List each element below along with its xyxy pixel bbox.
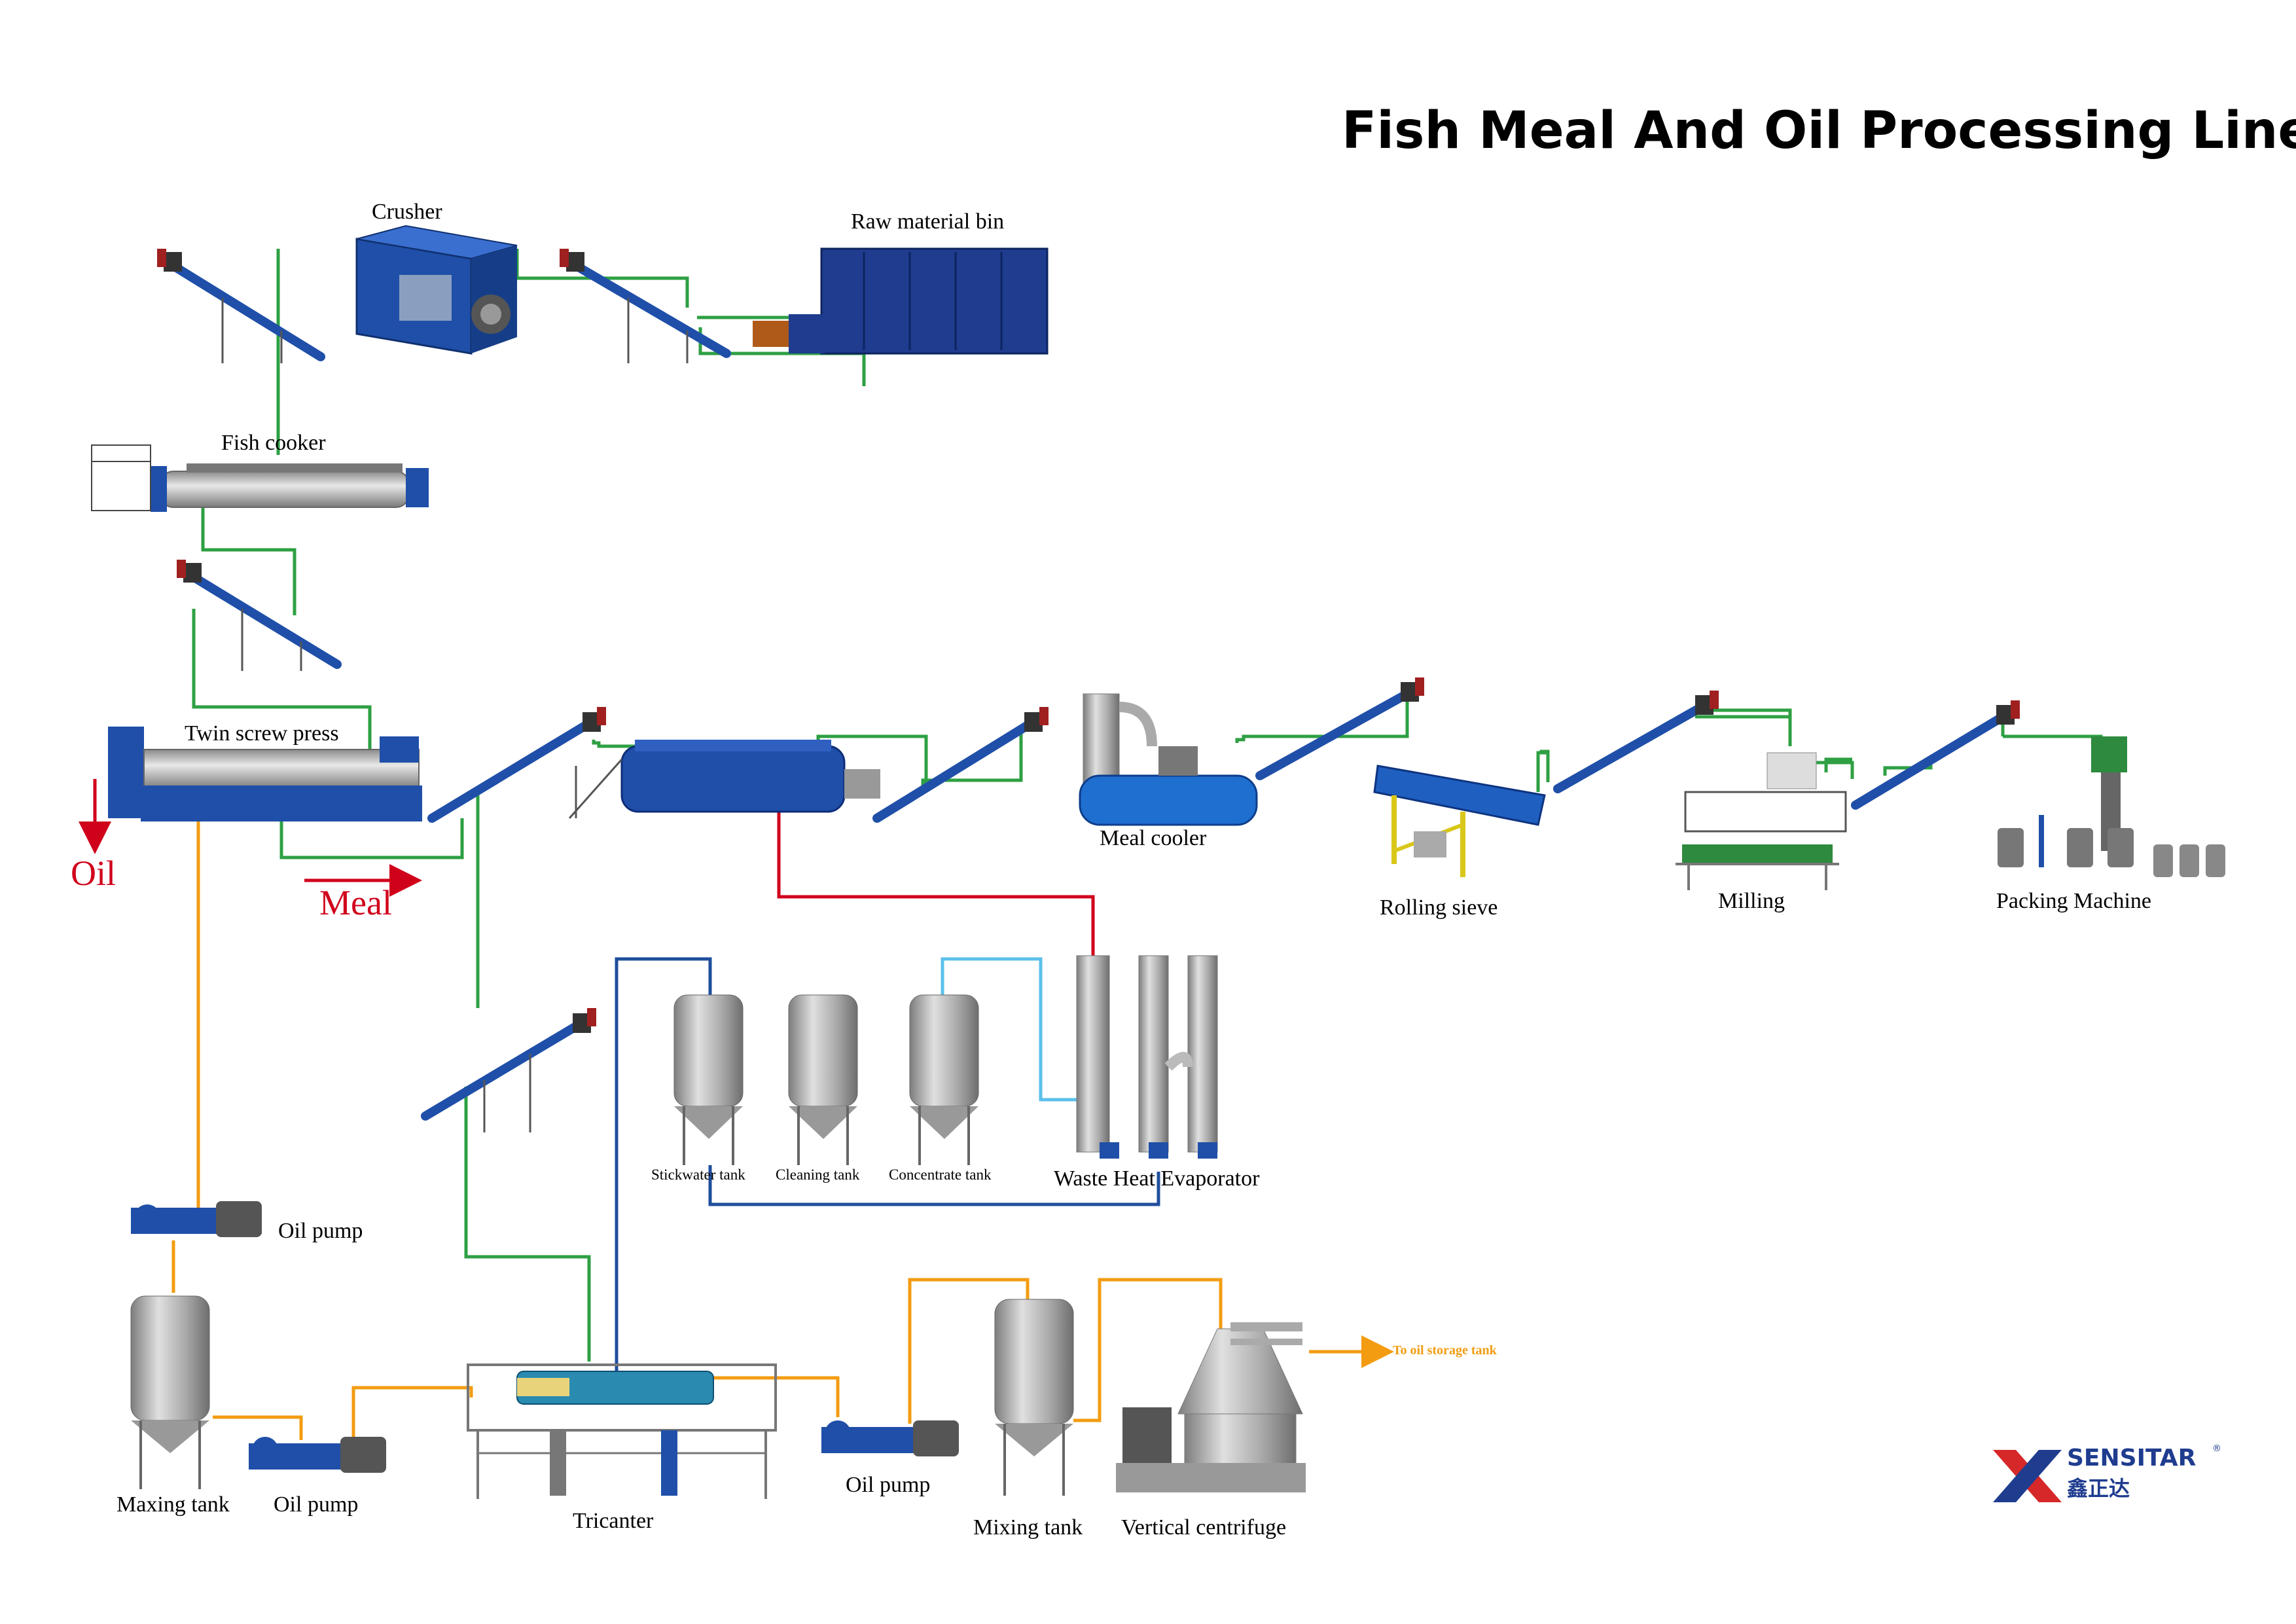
stickwater-tank-machine (673, 994, 744, 1165)
tricanter-label: Tricanter (573, 1509, 654, 1533)
heat-line (777, 740, 1095, 956)
milling-machine (1676, 752, 1847, 890)
tricanter-machine (467, 1363, 777, 1499)
mixing-tank-machine (994, 1299, 1074, 1496)
cleaning-tank-machine (788, 994, 858, 1165)
oil-pump-2-label: Oil pump (274, 1492, 359, 1517)
milling-label: Milling (1718, 889, 1785, 913)
fish-cooker-machine (91, 444, 429, 512)
oil-pump-1-label: Oil pump (278, 1219, 363, 1243)
twin-screw-press-label: Twin screw press (185, 721, 339, 746)
logo-registered-mark: ® (2212, 1443, 2221, 1454)
packing-machine-label: Packing Machine (1996, 889, 2151, 913)
oil-pump-2-machine (249, 1437, 386, 1473)
meal-label: Meal (319, 883, 392, 922)
sensitar-logo-mark (1993, 1450, 2062, 1502)
screw-conveyor-8 (1851, 700, 2020, 810)
oil-flow-lines (171, 815, 1394, 1453)
oil-pump-3-label: Oil pump (846, 1473, 931, 1497)
screw-conveyor-2 (560, 249, 731, 363)
packing-machine (1998, 736, 2225, 877)
rolling-sieve-label: Rolling sieve (1380, 895, 1498, 920)
screw-conveyor-3 (177, 560, 342, 671)
concentrate-tank-machine (909, 994, 979, 1165)
concentrate-tank-label: Concentrate tank (889, 1166, 992, 1183)
screw-conveyor-6 (1255, 677, 1424, 780)
sensitar-logo: SENSITAR 鑫正达 ® (1990, 1443, 2238, 1502)
page-title: Fish Meal And Oil Processing Line (1342, 101, 2296, 160)
to-oil-storage-tank-label: To oil storage tank (1393, 1343, 1497, 1358)
mixing-tank-label: Mixing tank (973, 1515, 1083, 1540)
rolling-sieve-machine (1373, 765, 1546, 877)
disc-dryer-machine (568, 740, 880, 819)
screw-conveyor-1 (157, 249, 325, 363)
cleaning-tank-label: Cleaning tank (776, 1166, 860, 1183)
meal-cooler-label: Meal cooler (1100, 826, 1207, 850)
meal-cooler-machine (1079, 693, 1258, 826)
waste-heat-evaporator-label: Waste Heat Evaporator (1054, 1166, 1260, 1191)
meal-flow-lines (192, 249, 2103, 1362)
logo-name: SENSITAR (2067, 1445, 2197, 1471)
screw-conveyor-5 (872, 707, 1049, 823)
maxing-tank-machine (130, 1295, 210, 1489)
oil-label: Oil (71, 854, 117, 893)
oil-pump-3-machine (821, 1420, 959, 1456)
twin-screw-press-machine (108, 727, 422, 821)
crusher-machine (355, 225, 518, 355)
logo-chinese-name: 鑫正达 (2067, 1476, 2130, 1501)
waste-heat-evaporator-machine (1076, 955, 1218, 1159)
crusher-label: Crusher (372, 200, 442, 224)
oil-pump-1-machine (131, 1201, 262, 1237)
vertical-centrifuge-label: Vertical centrifuge (1121, 1515, 1287, 1540)
stickwater-tank-label: Stickwater tank (651, 1166, 745, 1183)
raw-material-bin-machine (753, 247, 1049, 355)
screw-conveyor-7 (1553, 691, 1719, 793)
raw-material-bin-label: Raw material bin (851, 209, 1005, 234)
screw-conveyor-4 (427, 707, 606, 823)
fish-cooker-label: Fish cooker (221, 431, 326, 455)
vertical-centrifuge-machine (1116, 1322, 1306, 1492)
water-flow-lines (615, 957, 1160, 1371)
screw-conveyor-9 (421, 1008, 596, 1132)
maxing-tank-label: Maxing tank (117, 1492, 230, 1517)
